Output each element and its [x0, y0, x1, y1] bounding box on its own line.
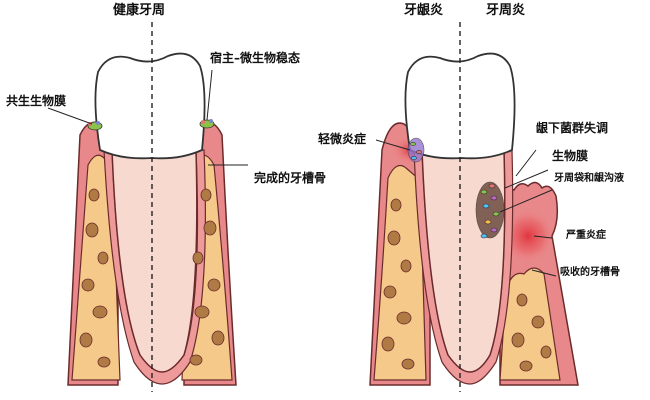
healthy-biofilm-label: 共生生物膜 — [6, 94, 67, 108]
gingivitis-bone — [373, 165, 427, 381]
severe-inflammation-label: 严重炎症 — [566, 230, 606, 241]
periodontal-pocket-label: 牙周袋和龈沟液 — [554, 173, 624, 184]
gingivitis-biofilm — [407, 137, 425, 163]
periodontitis-title: 牙周炎 — [486, 3, 526, 18]
biofilm-label: 生物膜 — [552, 149, 589, 163]
leader-lines — [47, 69, 557, 277]
healthy-biofilm-right — [199, 119, 215, 129]
healthy-root — [111, 149, 198, 373]
healthy-title: 健康牙周 — [113, 3, 166, 18]
complete-alveolar-bone-label: 完成的牙槽骨 — [254, 171, 327, 185]
resorbed-bone-label: 吸收的牙槽骨 — [560, 267, 620, 278]
diseased-tooth-section — [369, 22, 579, 392]
subgingival-dysbiosis-label: 龈下菌群失调 — [536, 121, 609, 135]
mild-inflammation-label: 轻微炎症 — [318, 132, 367, 146]
gingivitis-title: 牙龈炎 — [404, 3, 444, 18]
subgingival-biofilm — [475, 181, 505, 239]
healthy-crown — [94, 52, 206, 160]
healthy-tooth-section — [67, 22, 237, 392]
host-microbe-homeostasis-label: 宿主–微生物稳态 — [210, 51, 301, 65]
